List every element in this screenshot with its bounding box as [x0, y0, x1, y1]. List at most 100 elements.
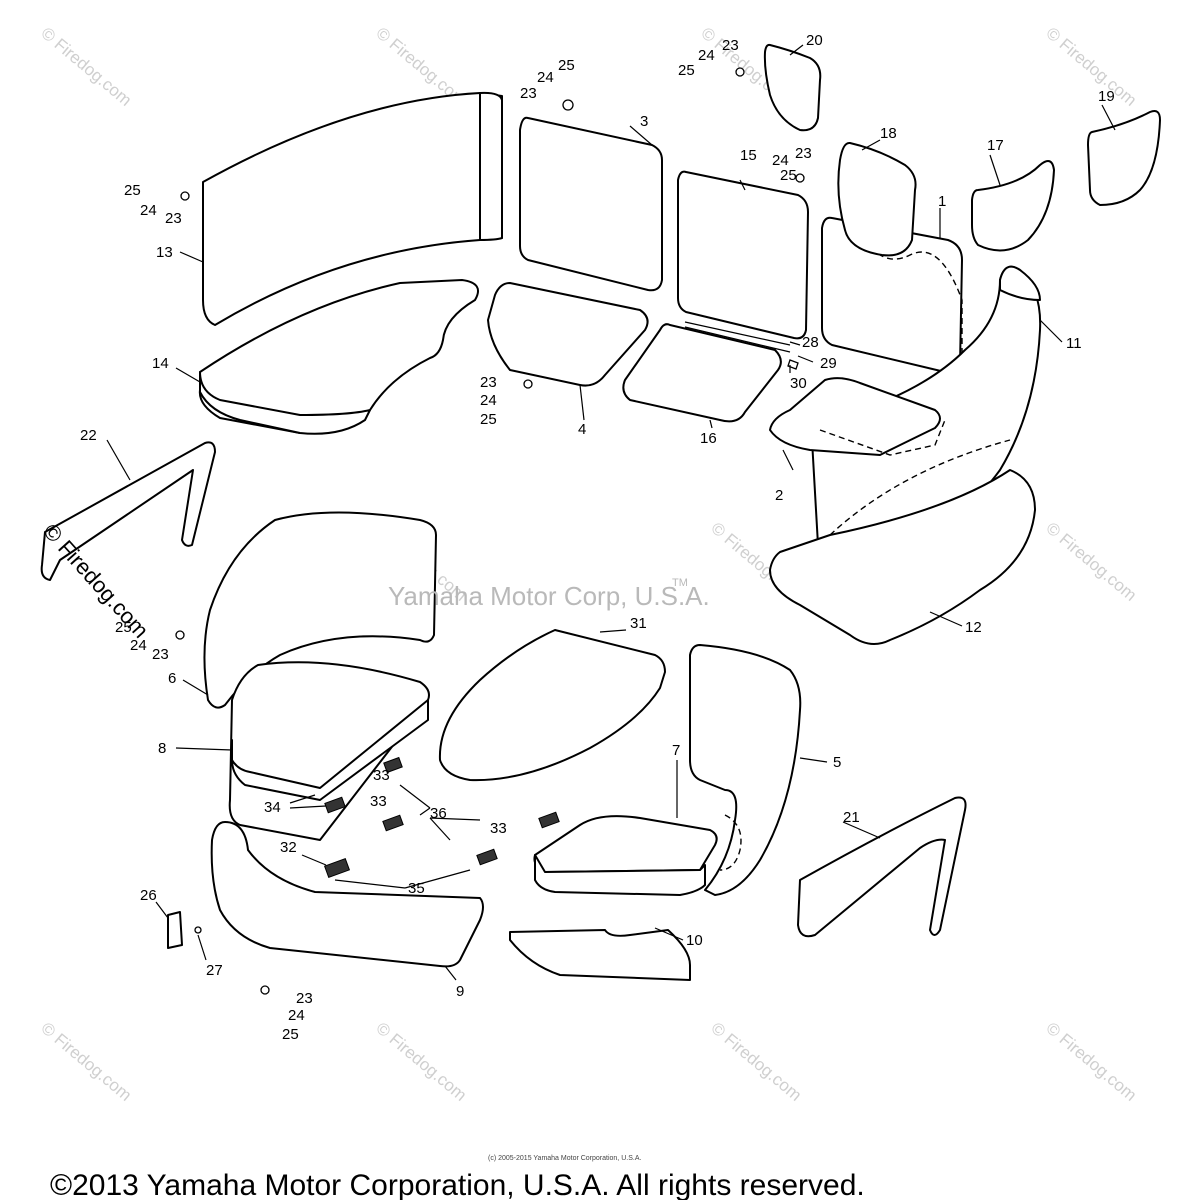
callout-25: 25	[124, 182, 141, 199]
callout-22: 22	[80, 427, 97, 444]
part-7-edge	[534, 854, 706, 896]
callout-labels: 1 2 3 4 5 6 7 8 9 10 11 12 13 14 15 16 1…	[80, 32, 1115, 1043]
callout-12: 12	[965, 619, 982, 636]
callout-27: 27	[206, 962, 223, 979]
callout-33: 33	[370, 793, 387, 810]
part-8-edge	[231, 699, 429, 801]
callout-4: 4	[578, 421, 586, 438]
callout-23: 23	[520, 85, 537, 102]
callout-7: 7	[672, 742, 680, 759]
callout-25: 25	[780, 167, 797, 184]
callout-14: 14	[152, 355, 169, 372]
callout-34: 34	[264, 799, 281, 816]
callout-24: 24	[288, 1007, 305, 1024]
callout-19: 19	[1098, 88, 1115, 105]
hidden-edge	[829, 439, 1011, 536]
part-7-seat-cushion	[533, 815, 718, 873]
callout-25: 25	[480, 411, 497, 428]
callout-10: 10	[686, 932, 703, 949]
watermark: © Firedog.com	[37, 24, 135, 110]
part-4-seat-cushion	[487, 282, 649, 387]
callout-28: 28	[802, 334, 819, 351]
part-33-plate	[324, 796, 346, 814]
part-8-seat-cushion	[228, 661, 430, 841]
callout-23: 23	[165, 210, 182, 227]
callout-24: 24	[480, 392, 497, 409]
part-9-base-cushion	[210, 821, 484, 968]
callout-23: 23	[480, 374, 497, 391]
callout-23: 23	[795, 145, 812, 162]
callout-29: 29	[820, 355, 837, 372]
callout-17: 17	[987, 137, 1004, 154]
small-copyright: (c) 2005-2015 Yamaha Motor Corporation, …	[488, 1155, 641, 1162]
part-5-back-cushion	[689, 644, 802, 896]
callout-25: 25	[282, 1026, 299, 1043]
hidden-edge	[819, 419, 946, 456]
part-6-back-cushion	[203, 511, 437, 709]
watermark: © Firedog.com	[707, 1019, 805, 1105]
callout-24: 24	[772, 152, 789, 169]
part-11-top	[999, 265, 1041, 301]
part-17-panel	[971, 160, 1055, 252]
part-20-panel	[763, 43, 822, 132]
part-33-plate	[538, 811, 560, 829]
callout-24: 24	[537, 69, 554, 86]
part-14-edge	[199, 371, 371, 435]
callout-23: 23	[722, 37, 739, 54]
callout-15: 15	[740, 147, 757, 164]
washer-23	[562, 99, 574, 111]
part-27-screw	[194, 926, 202, 934]
washer-23	[523, 379, 533, 389]
part-33-plate	[382, 814, 404, 832]
callout-25: 25	[115, 619, 132, 636]
part-12-base-cushion	[769, 469, 1036, 645]
callout-32: 32	[280, 839, 297, 856]
part-21-frame	[797, 796, 967, 938]
callout-5: 5	[833, 754, 841, 771]
callout-26: 26	[140, 887, 157, 904]
washer-23	[260, 985, 270, 995]
callout-24: 24	[698, 47, 715, 64]
leader-lines	[106, 44, 1116, 981]
center-trademark-text: Yamaha Motor Corp, U.S.A.	[388, 581, 710, 611]
callout-9: 9	[456, 983, 464, 1000]
part-29-strap	[684, 326, 791, 353]
callout-25: 25	[678, 62, 695, 79]
callout-24: 24	[140, 202, 157, 219]
watermark: © Firedog.com	[372, 1019, 470, 1105]
callout-25: 25	[558, 57, 575, 74]
part-15-back-cushion	[677, 170, 809, 340]
part-16-seat-cushion	[622, 323, 782, 423]
watermark-firedog-large: © Firedog.com	[38, 519, 153, 643]
callout-18: 18	[880, 125, 897, 142]
washer-23	[795, 173, 805, 183]
callout-13: 13	[156, 244, 173, 261]
part-32-plate	[323, 857, 351, 879]
hidden-edge	[719, 814, 742, 871]
callout-23: 23	[296, 990, 313, 1007]
callout-20: 20	[806, 32, 823, 49]
watermark: © Firedog.com	[1042, 1019, 1140, 1105]
part-13-side	[479, 91, 503, 241]
callout-16: 16	[700, 430, 717, 447]
callout-8: 8	[158, 740, 166, 757]
part-33-plate	[476, 848, 498, 866]
part-26-bracket	[167, 911, 183, 949]
callout-23: 23	[152, 646, 169, 663]
part-3-back-cushion	[519, 116, 663, 292]
part-22-frame	[40, 441, 216, 581]
callout-2: 2	[775, 487, 783, 504]
part-2-seat-cushion	[769, 377, 941, 456]
callout-1: 1	[938, 193, 946, 210]
callout-33: 33	[490, 820, 507, 837]
callout-3: 3	[640, 113, 648, 130]
part-19-panel	[1087, 110, 1161, 206]
part-10-cushion	[509, 929, 691, 981]
part-28-strap	[684, 321, 791, 346]
washer-23	[735, 67, 745, 77]
callout-33: 33	[373, 767, 390, 784]
part-18-panel	[837, 141, 917, 257]
watermark: © Firedog.com	[1042, 24, 1140, 110]
footer-copyright: ©2013 Yamaha Motor Corporation, U.S.A. A…	[50, 1169, 865, 1200]
